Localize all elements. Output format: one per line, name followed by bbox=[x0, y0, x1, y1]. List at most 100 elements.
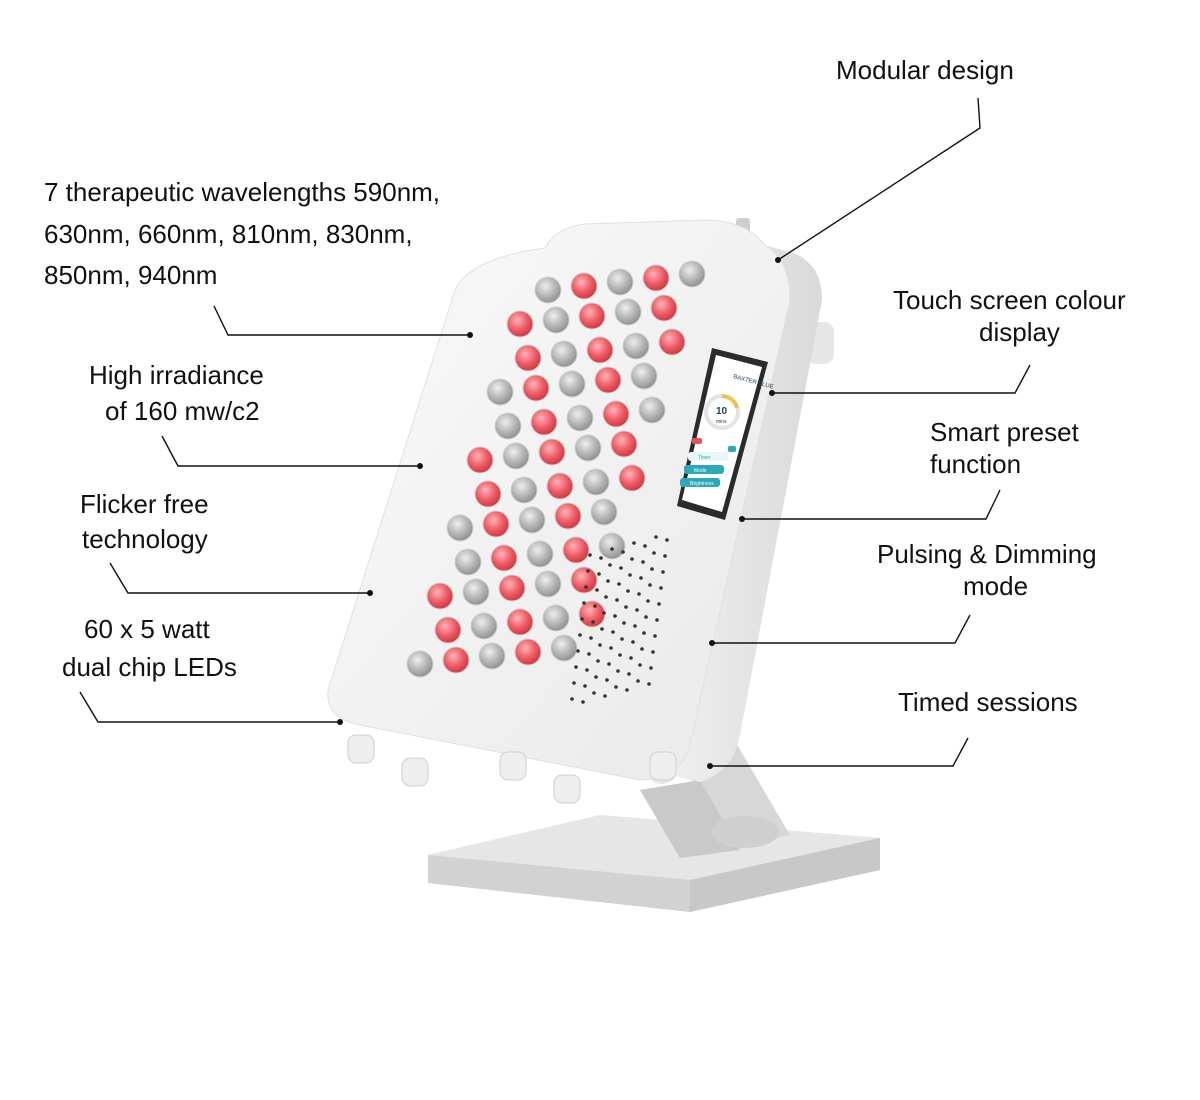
vent-hole bbox=[594, 675, 598, 679]
vent-hole bbox=[624, 605, 628, 609]
led-grey bbox=[566, 404, 594, 432]
vent-hole bbox=[607, 662, 611, 666]
led-grey bbox=[638, 396, 666, 424]
led-red bbox=[490, 544, 518, 572]
vent-hole bbox=[627, 672, 631, 676]
label-flicker-line1: Flicker free bbox=[80, 489, 209, 519]
vent-hole bbox=[661, 570, 665, 574]
label-touch-line1: Touch screen colour bbox=[893, 285, 1126, 315]
vent-hole bbox=[574, 665, 578, 669]
led-red bbox=[602, 400, 630, 428]
vent-hole bbox=[617, 582, 621, 586]
led-grey bbox=[590, 498, 618, 526]
led-grey bbox=[558, 370, 586, 398]
led-grey bbox=[478, 642, 506, 670]
vent-hole bbox=[609, 646, 613, 650]
vent-hole bbox=[635, 608, 639, 612]
vent-hole bbox=[648, 583, 652, 587]
vent-hole bbox=[628, 573, 632, 577]
screen-menu-mode[interactable]: Mode bbox=[694, 468, 707, 474]
led-grey bbox=[542, 604, 570, 632]
vent-hole bbox=[642, 631, 646, 635]
vent-hole bbox=[585, 668, 589, 672]
vent-hole bbox=[629, 656, 633, 660]
led-red bbox=[530, 408, 558, 436]
line-flicker bbox=[109, 562, 370, 594]
led-red bbox=[498, 574, 526, 602]
label-timed-sessions: Timed sessions bbox=[898, 687, 1078, 717]
line-timed bbox=[710, 737, 969, 767]
led-grid bbox=[406, 260, 706, 678]
led-red bbox=[658, 328, 686, 356]
led-red bbox=[514, 344, 542, 372]
led-grey bbox=[494, 412, 522, 440]
vent-hole bbox=[652, 551, 656, 555]
vent-hole bbox=[616, 669, 620, 673]
label-preset-line2: function bbox=[930, 449, 1022, 479]
vent-hole bbox=[578, 633, 582, 637]
led-red bbox=[474, 480, 502, 508]
vent-hole bbox=[576, 649, 580, 653]
vent-hole bbox=[653, 634, 657, 638]
led-grey bbox=[582, 468, 610, 496]
led-grey bbox=[406, 650, 434, 678]
label-touch-line2: display bbox=[979, 317, 1060, 347]
label-flicker-line2: technology bbox=[82, 524, 208, 554]
vent-hole bbox=[615, 598, 619, 602]
line-modular bbox=[777, 97, 981, 261]
label-pulsing-line1: Pulsing & Dimming bbox=[877, 539, 1097, 569]
led-grey bbox=[614, 298, 642, 326]
led-grey bbox=[630, 362, 658, 390]
label-preset-line1: Smart preset bbox=[930, 417, 1079, 447]
led-red bbox=[546, 472, 574, 500]
led-grey bbox=[518, 506, 546, 534]
led-red bbox=[506, 310, 534, 338]
led-red bbox=[466, 446, 494, 474]
led-red bbox=[610, 430, 638, 458]
vent-hole bbox=[604, 595, 608, 599]
screen-menu: Timer Mode Brightness bbox=[680, 452, 728, 487]
vent-hole bbox=[593, 604, 597, 608]
vent-hole bbox=[638, 663, 642, 667]
screen-menu-brightness[interactable]: Brightness bbox=[690, 481, 714, 487]
led-red bbox=[594, 366, 622, 394]
vent-hole bbox=[596, 659, 600, 663]
label-wavelengths-line3: 850nm, 940nm bbox=[44, 260, 218, 290]
led-red bbox=[570, 272, 598, 300]
touch-screen[interactable]: BAXTER BLUE 10 mins Timer Mode Brightnes… bbox=[677, 348, 774, 520]
vent-hole bbox=[611, 630, 615, 634]
vent-hole bbox=[655, 618, 659, 622]
vent-hole bbox=[637, 592, 641, 596]
led-grey bbox=[486, 378, 514, 406]
vent-hole bbox=[640, 647, 644, 651]
vent-hole bbox=[595, 588, 599, 592]
screen-menu-timer[interactable]: Timer bbox=[698, 455, 711, 461]
vent-hole bbox=[597, 572, 601, 576]
led-grey bbox=[502, 442, 530, 470]
vent-hole bbox=[600, 627, 604, 631]
line-wavelengths bbox=[213, 305, 470, 336]
led-grey bbox=[678, 260, 706, 288]
vent-hole bbox=[632, 541, 636, 545]
led-grey bbox=[534, 570, 562, 598]
vent-hole bbox=[649, 666, 653, 670]
vent-hole bbox=[613, 614, 617, 618]
vent-hole bbox=[621, 550, 625, 554]
vent-hole bbox=[580, 617, 584, 621]
speaker-vents bbox=[570, 535, 669, 704]
led-grey bbox=[598, 532, 626, 560]
led-grey bbox=[454, 548, 482, 576]
vent-hole bbox=[630, 557, 634, 561]
label-leds-line1: 60 x 5 watt bbox=[84, 614, 210, 644]
label-wavelengths-line1: 7 therapeutic wavelengths 590nm, bbox=[44, 177, 441, 207]
led-grey bbox=[550, 340, 578, 368]
vent-hole bbox=[603, 694, 607, 698]
vent-hole bbox=[657, 602, 661, 606]
vent-hole bbox=[586, 569, 590, 573]
vent-hole bbox=[650, 567, 654, 571]
screen-timer-value: 10 bbox=[716, 406, 728, 417]
led-grey bbox=[446, 514, 474, 542]
